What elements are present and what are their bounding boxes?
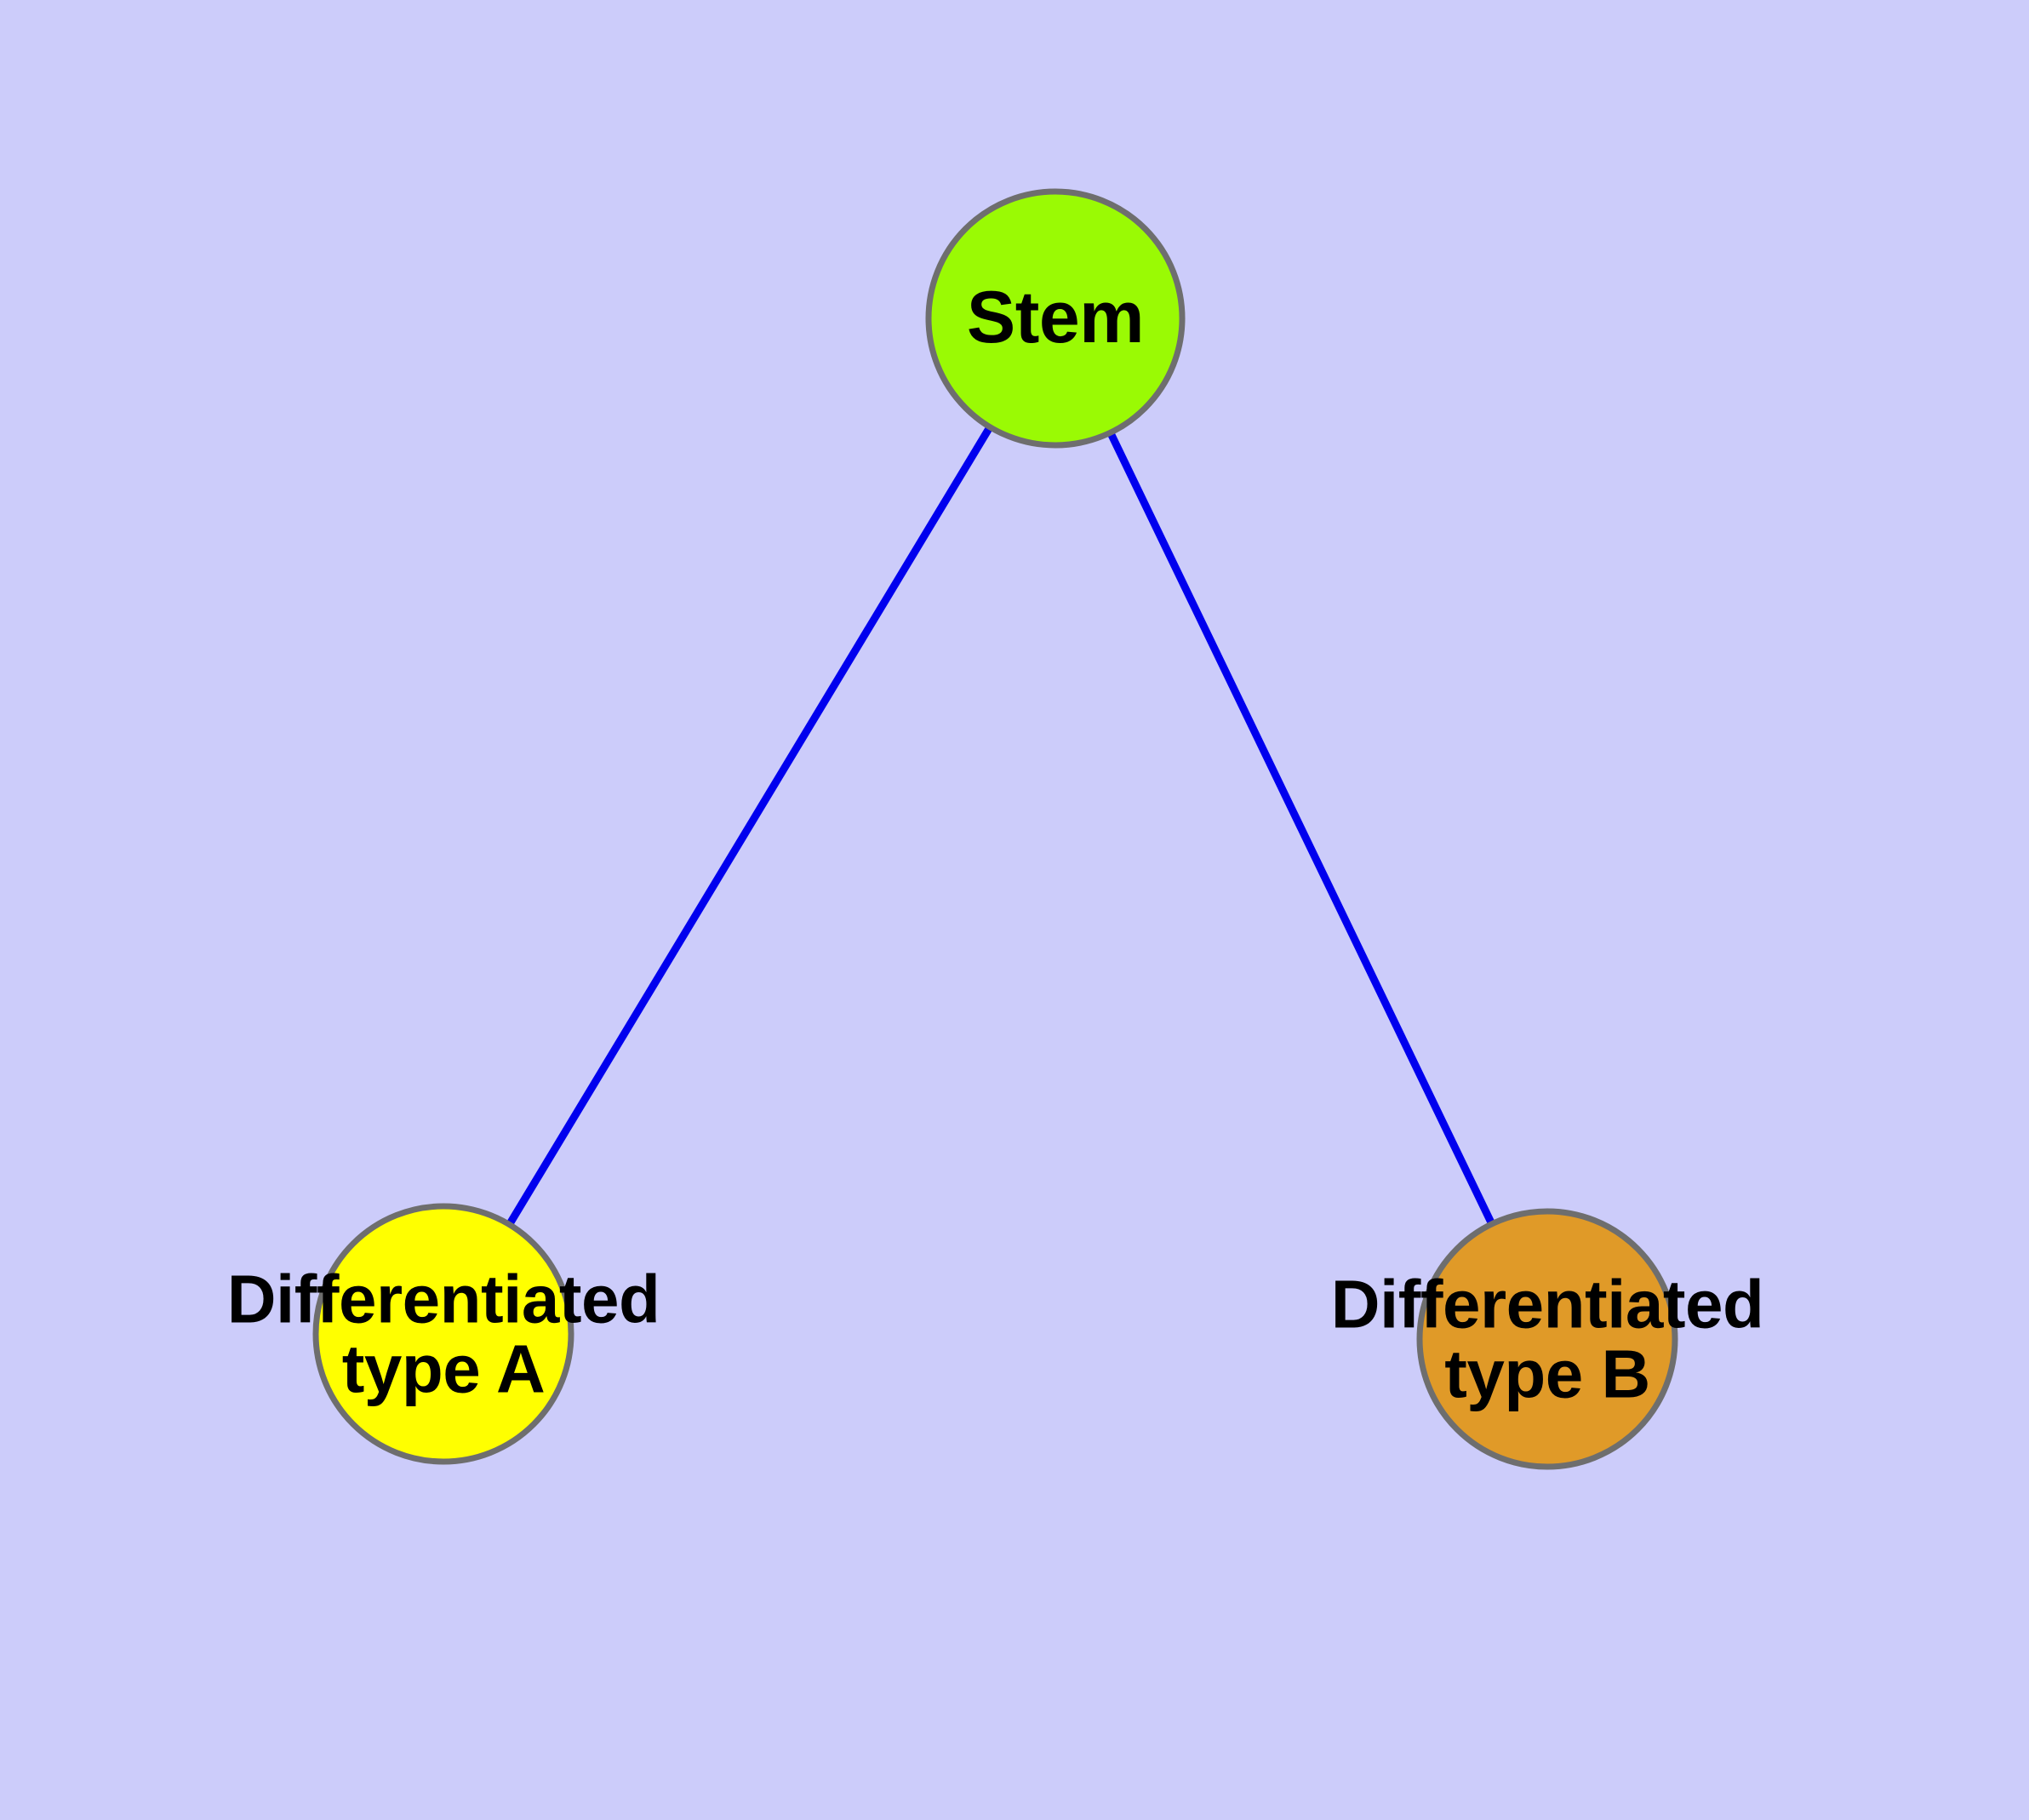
edge-stem-to-diff-b[interactable] xyxy=(1051,317,1552,1341)
node-stem[interactable] xyxy=(925,188,1186,449)
node-differentiated-type-a[interactable] xyxy=(312,1203,574,1465)
node-differentiated-type-b[interactable] xyxy=(1416,1208,1678,1470)
edge-stem-to-diff-a[interactable] xyxy=(440,316,1059,1336)
node-layer xyxy=(312,188,1678,1470)
edge-layer xyxy=(440,316,1552,1341)
